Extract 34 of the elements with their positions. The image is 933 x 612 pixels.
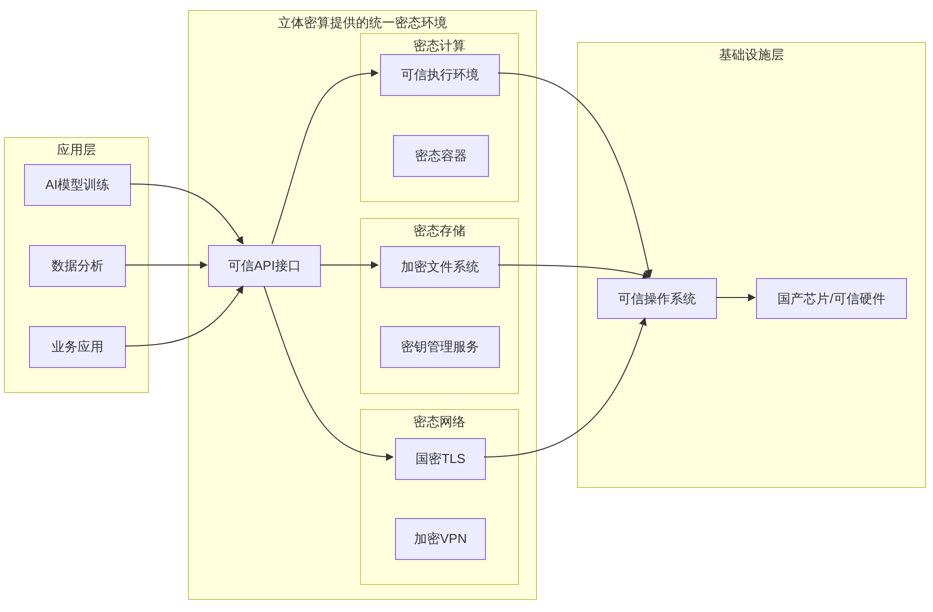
group-box	[4, 137, 149, 393]
group-box	[577, 42, 926, 488]
process-box: 数据分析	[29, 245, 126, 287]
arrow	[498, 264, 651, 280]
process-box: 密态容器	[393, 135, 489, 177]
group-box	[360, 33, 519, 202]
group-box	[188, 10, 537, 600]
arrow	[484, 317, 646, 458]
process-box: 国产芯片/可信硬件	[756, 278, 907, 319]
process-box: 加密文件系统	[380, 246, 500, 288]
process-box: AI模型训练	[24, 164, 131, 206]
process-box: 密钥管理服务	[380, 326, 500, 368]
group-box	[360, 218, 519, 394]
process-box: 可信API接口	[208, 245, 321, 287]
arrow	[498, 72, 652, 278]
arrow	[272, 70, 379, 244]
arrow	[124, 261, 208, 269]
group-title: 密态计算	[414, 37, 466, 55]
arrow	[716, 294, 756, 302]
process-box: 加密VPN	[395, 518, 486, 560]
process-box: 可信操作系统	[597, 278, 717, 319]
arrow	[264, 286, 394, 461]
group-title: 密态存储	[414, 222, 466, 240]
group-title: 立体密算提供的统一密态环境	[278, 14, 447, 32]
group-title: 基础设施层	[719, 46, 784, 64]
process-box: 可信执行环境	[380, 54, 500, 96]
group-title: 应用层	[57, 141, 96, 159]
arrow	[320, 261, 379, 269]
group-title: 密态网络	[414, 413, 466, 431]
process-box: 国密TLS	[395, 438, 486, 480]
arrow	[130, 184, 244, 245]
group-box	[360, 409, 519, 585]
arrow	[124, 285, 244, 346]
process-box: 业务应用	[29, 326, 126, 368]
